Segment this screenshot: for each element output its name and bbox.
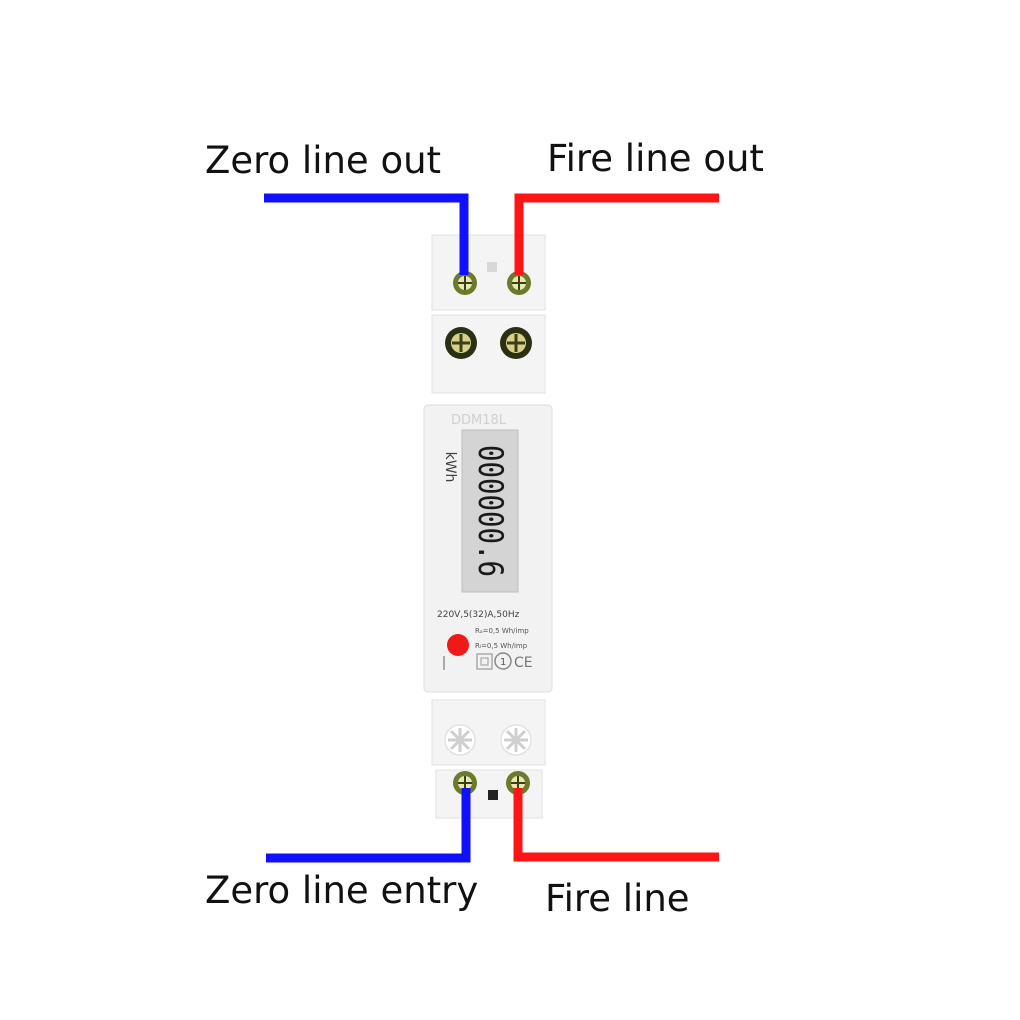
upper-screw-block — [431, 314, 546, 394]
top-terminal-slot — [487, 262, 497, 272]
wire-fire-line — [513, 788, 719, 862]
top-terminal-block — [431, 234, 546, 311]
rating-label: 220V,5(32)A,50Hz — [437, 610, 520, 620]
double-insulation-icon — [476, 653, 493, 670]
screw-mid-left — [445, 327, 477, 359]
label-zero-line-out: Zero line out — [205, 139, 442, 182]
screw-top-left — [453, 271, 477, 295]
constant-label-2: Rₗ=0,5 Wh/imp — [475, 642, 528, 650]
constant-label-1: Rₐ=0,5 Wh/imp — [475, 627, 529, 635]
pulse-led — [447, 634, 469, 656]
wire-zero-line-out — [264, 193, 469, 275]
class-mark-icon — [494, 652, 512, 670]
model-label: DDM18L — [451, 413, 507, 428]
energy-reading: 000000.6 — [470, 445, 510, 577]
wire-zero-line-entry — [266, 788, 471, 863]
unit-label: kWh — [442, 452, 458, 483]
ce-mark: CE — [514, 655, 533, 671]
screw-top-right — [507, 271, 531, 295]
lcd-window — [461, 429, 519, 593]
label-fire-line-out: Fire line out — [547, 137, 764, 180]
wire-fire-line-out — [514, 193, 719, 275]
bottom-terminal-slot — [488, 790, 498, 800]
screw-mid-right — [500, 327, 532, 359]
label-zero-line-entry: Zero line entry — [205, 869, 479, 912]
screw-bottom-right — [506, 771, 530, 795]
class-mark-text: 1 — [500, 657, 506, 668]
vent-knob-right — [500, 724, 532, 756]
screw-bottom-left — [453, 771, 477, 795]
vent-knob-left — [444, 724, 476, 756]
label-fire-line: Fire line — [545, 877, 690, 920]
